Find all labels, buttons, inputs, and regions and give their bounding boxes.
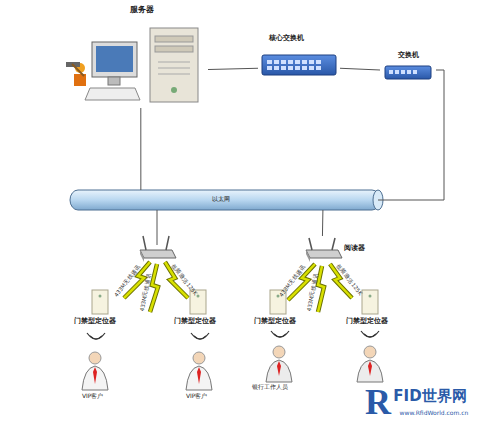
locator-node: 门禁型定位器 — [342, 288, 404, 328]
signal-label: 433M无线通讯 — [279, 264, 307, 298]
drop-wire — [157, 210, 158, 245]
signal-label: 433M无线通讯 — [307, 272, 319, 312]
person-figure — [186, 352, 212, 390]
node-label: 门禁型定位器 — [346, 318, 388, 326]
node-label: 阅读器 — [344, 245, 365, 253]
server-node: 服务器 — [68, 4, 208, 108]
signal-label: 低频激活125K — [170, 263, 198, 296]
node-label: 以太网 — [212, 196, 230, 203]
node-label: VIP客户 — [186, 393, 208, 400]
signal-label: 433M无线通讯 — [114, 264, 142, 298]
signal-label: 433M无线通讯 — [140, 272, 152, 312]
locator-led — [99, 295, 372, 298]
person-figure — [357, 346, 383, 382]
node-label: 门禁型定位器 — [174, 318, 216, 326]
person-node: 银行工作人员 — [248, 344, 308, 392]
network-wire — [322, 210, 323, 236]
node-label: 交换机 — [398, 52, 419, 60]
watermark: www.RfidWorld.com.cn — [400, 410, 469, 416]
reader-icon — [306, 238, 342, 262]
node-label: 服务器 — [130, 6, 154, 15]
node-label: VIP客户 — [82, 393, 104, 400]
switch-node: 核心交换机 — [258, 33, 340, 80]
person-node: VIP客户 — [70, 350, 122, 402]
node-label: 门禁型定位器 — [254, 318, 296, 326]
network-wire — [140, 108, 141, 190]
wifi-symbol — [87, 331, 379, 339]
watermark: R — [365, 384, 391, 420]
wireless-bolts — [124, 262, 352, 312]
person-node: VIP客户 — [174, 350, 226, 402]
locator-node: 门禁型定位器 — [170, 288, 232, 328]
network-band: 以太网 — [72, 190, 378, 210]
locator-device — [92, 290, 378, 314]
person-figure — [266, 346, 292, 382]
person-figure — [82, 352, 108, 390]
network-wire — [378, 70, 444, 200]
node-label: 核心交换机 — [269, 35, 304, 43]
watermark: FID世界网 — [393, 389, 466, 404]
ethernet-pipe — [70, 190, 383, 210]
workstation-icon — [66, 28, 198, 102]
locator-node: 门禁型定位器 — [72, 288, 134, 328]
node-label: 门禁型定位器 — [74, 318, 116, 326]
switch-node: 交换机 — [380, 52, 436, 82]
signal-label: 低频激活125K — [335, 263, 363, 296]
core-switch-icon — [262, 55, 336, 75]
switch-icon — [385, 66, 431, 79]
network-wire — [208, 68, 258, 69]
node-label: 银行工作人员 — [252, 384, 288, 391]
network-wire — [340, 68, 380, 70]
reader-icon — [140, 236, 176, 262]
reader-node: 阅读器 — [303, 236, 375, 264]
